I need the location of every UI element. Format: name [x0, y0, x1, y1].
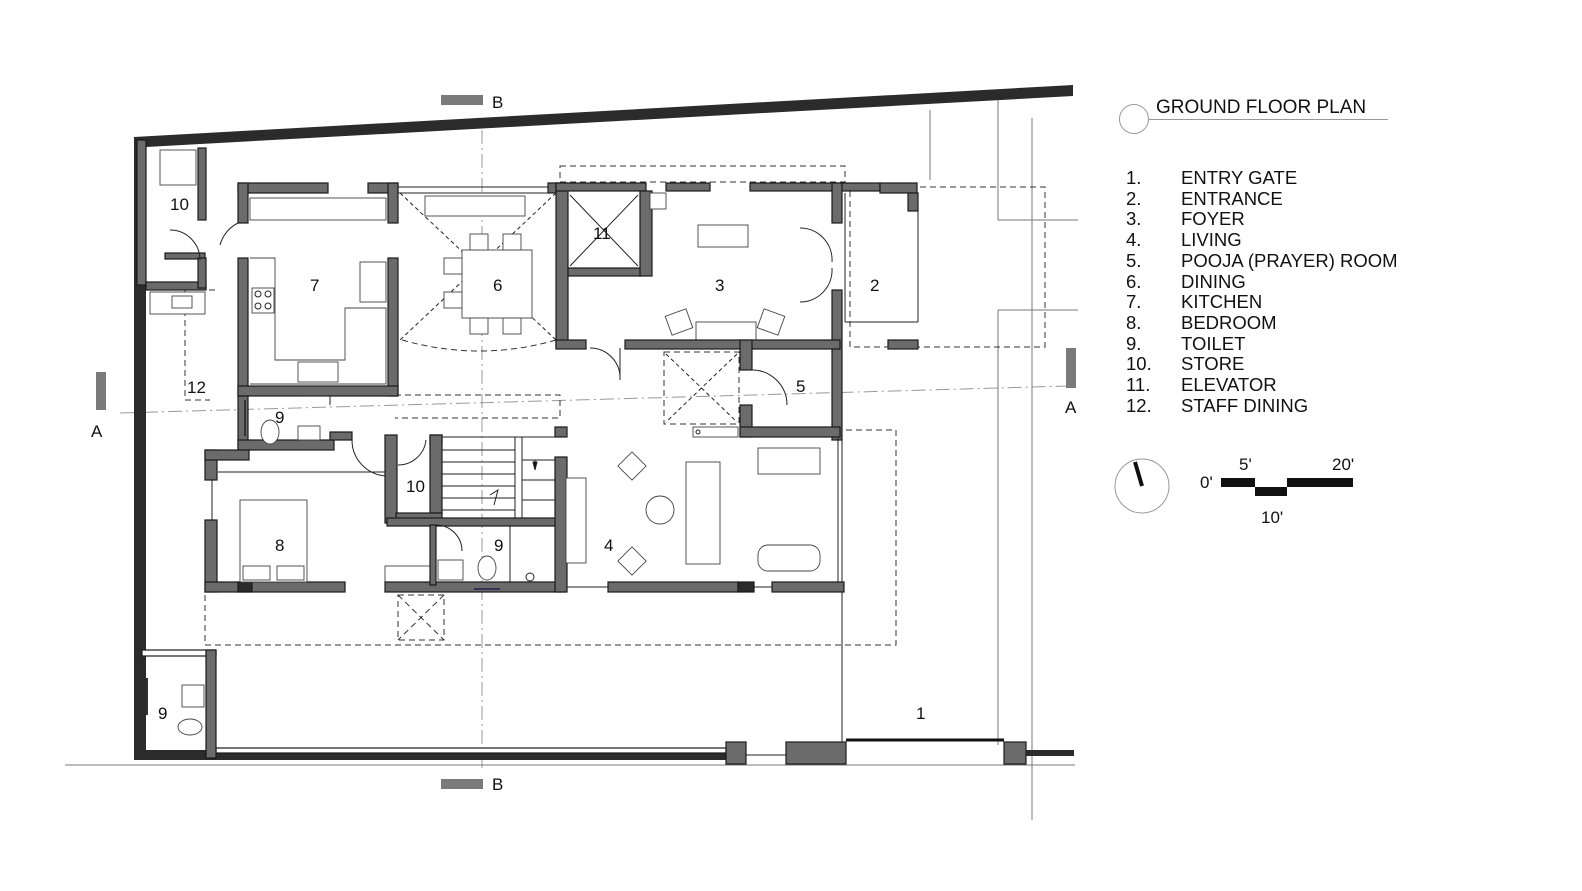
legend-item: 4. LIVING: [1126, 229, 1398, 251]
legend-label: ENTRANCE: [1181, 187, 1283, 209]
legend-number: 10.: [1126, 353, 1152, 375]
section-a-left-label: A: [91, 422, 103, 441]
legend-number: 9.: [1126, 332, 1142, 354]
room-tag-store-mid: 10: [406, 477, 425, 496]
section-b-bottom-marker: [441, 779, 483, 789]
scale-label-10: 10': [1261, 508, 1283, 527]
living-room: [554, 437, 845, 593]
legend-number: 11.: [1126, 374, 1151, 396]
legend-number: 4.: [1126, 229, 1142, 251]
legend-label: KITCHEN: [1181, 291, 1263, 313]
room-tag-bedroom: 8: [275, 536, 284, 555]
legend-label: BEDROOM: [1181, 311, 1277, 333]
legend-label: STAFF DINING: [1181, 394, 1309, 416]
legend-item: 12. STAFF DINING: [1126, 394, 1398, 417]
legend-number: 12.: [1126, 394, 1152, 416]
scale-label-5: 5': [1239, 455, 1252, 474]
room-tag-toilet-b: 9: [494, 536, 503, 555]
toilet-store-block: [237, 395, 568, 527]
legend-number: 7.: [1126, 291, 1142, 313]
legend-number: 2.: [1126, 187, 1142, 209]
room-numbers: 10 7 6 11 3 2 12 9 10 5 8 9 4 1 9: [158, 195, 925, 723]
toilet-lower: [384, 524, 566, 593]
left-annex: [136, 139, 217, 759]
scale-label-20: 20': [1332, 455, 1354, 474]
legend-label: ELEVATOR: [1181, 374, 1277, 396]
legend-label: POOJA (PRAYER) ROOM: [1181, 249, 1398, 271]
legend-item: 9. TOILET: [1126, 332, 1398, 355]
room-legend: 1. ENTRY GATE 2. ENTRANCE 3. FOYER 4. LIVING…: [1126, 167, 1398, 417]
section-b-top-label: B: [492, 93, 503, 112]
room-tag-store-top: 10: [170, 195, 189, 214]
legend-item: 10. STORE: [1126, 354, 1398, 375]
legend-number: 1.: [1126, 167, 1142, 188]
legend-number: 3.: [1126, 208, 1142, 230]
dining-area: [398, 182, 559, 341]
section-a-right-marker: [1066, 348, 1076, 388]
legend-item: 7. KITCHEN: [1126, 292, 1398, 313]
legend-item: 11. ELEVATOR: [1126, 374, 1398, 396]
room-tag-entrance: 2: [870, 276, 879, 295]
kitchen-walls: [219, 182, 399, 397]
legend-label: FOYER: [1181, 208, 1245, 230]
legend-item: 1. ENTRY GATE: [1126, 167, 1398, 189]
legend-item: 5. POOJA (PRAYER) ROOM: [1126, 249, 1398, 272]
foyer-block: [555, 182, 919, 441]
room-tag-foyer: 3: [715, 276, 724, 295]
legend-label: ENTRY GATE: [1181, 167, 1298, 188]
legend-number: 6.: [1126, 270, 1142, 292]
room-tag-living: 4: [604, 536, 613, 555]
room-tag-toilet-c: 9: [158, 704, 167, 723]
section-b-top-marker: [441, 95, 483, 105]
reference-lines: [65, 95, 1078, 820]
legend-label: DINING: [1181, 270, 1246, 292]
bedroom: [204, 449, 431, 593]
room-tag-entry-gate: 1: [916, 704, 925, 723]
room-tag-pooja: 5: [796, 377, 805, 396]
legend-item: 6. DINING: [1126, 270, 1398, 293]
pooja-room: [663, 339, 841, 438]
north-arrow-icon: [1114, 458, 1170, 514]
room-tag-elevator: 11: [593, 224, 611, 243]
section-a-left-marker: [96, 372, 106, 410]
scale-bar: 0' 5' 10' 20': [1200, 455, 1354, 527]
plan-title: GROUND FLOOR PLAN: [1156, 97, 1367, 118]
overhead-outlines: [184, 165, 1046, 646]
legend-item: 8. BEDROOM: [1126, 311, 1398, 334]
legend-number: 8.: [1126, 311, 1142, 333]
room-tag-toilet-a: 9: [275, 408, 284, 427]
legend-number: 5.: [1126, 249, 1142, 271]
section-a-right-label: A: [1065, 398, 1077, 417]
legend-item: 3. FOYER: [1126, 209, 1398, 230]
room-tag-kitchen: 7: [310, 276, 319, 295]
section-markers: B B A A: [91, 93, 1077, 794]
staircase: [429, 426, 568, 518]
room-tag-staff-dining: 12: [187, 378, 206, 397]
room-tag-dining: 6: [493, 276, 502, 295]
title-underline: [1148, 119, 1388, 120]
legend-label: STORE: [1181, 353, 1245, 375]
legend-label: LIVING: [1181, 229, 1242, 251]
legend-label: TOILET: [1181, 332, 1246, 354]
legend-item: 2. ENTRANCE: [1126, 187, 1398, 210]
section-b-bottom-label: B: [492, 775, 503, 794]
scale-label-0: 0': [1200, 473, 1213, 492]
